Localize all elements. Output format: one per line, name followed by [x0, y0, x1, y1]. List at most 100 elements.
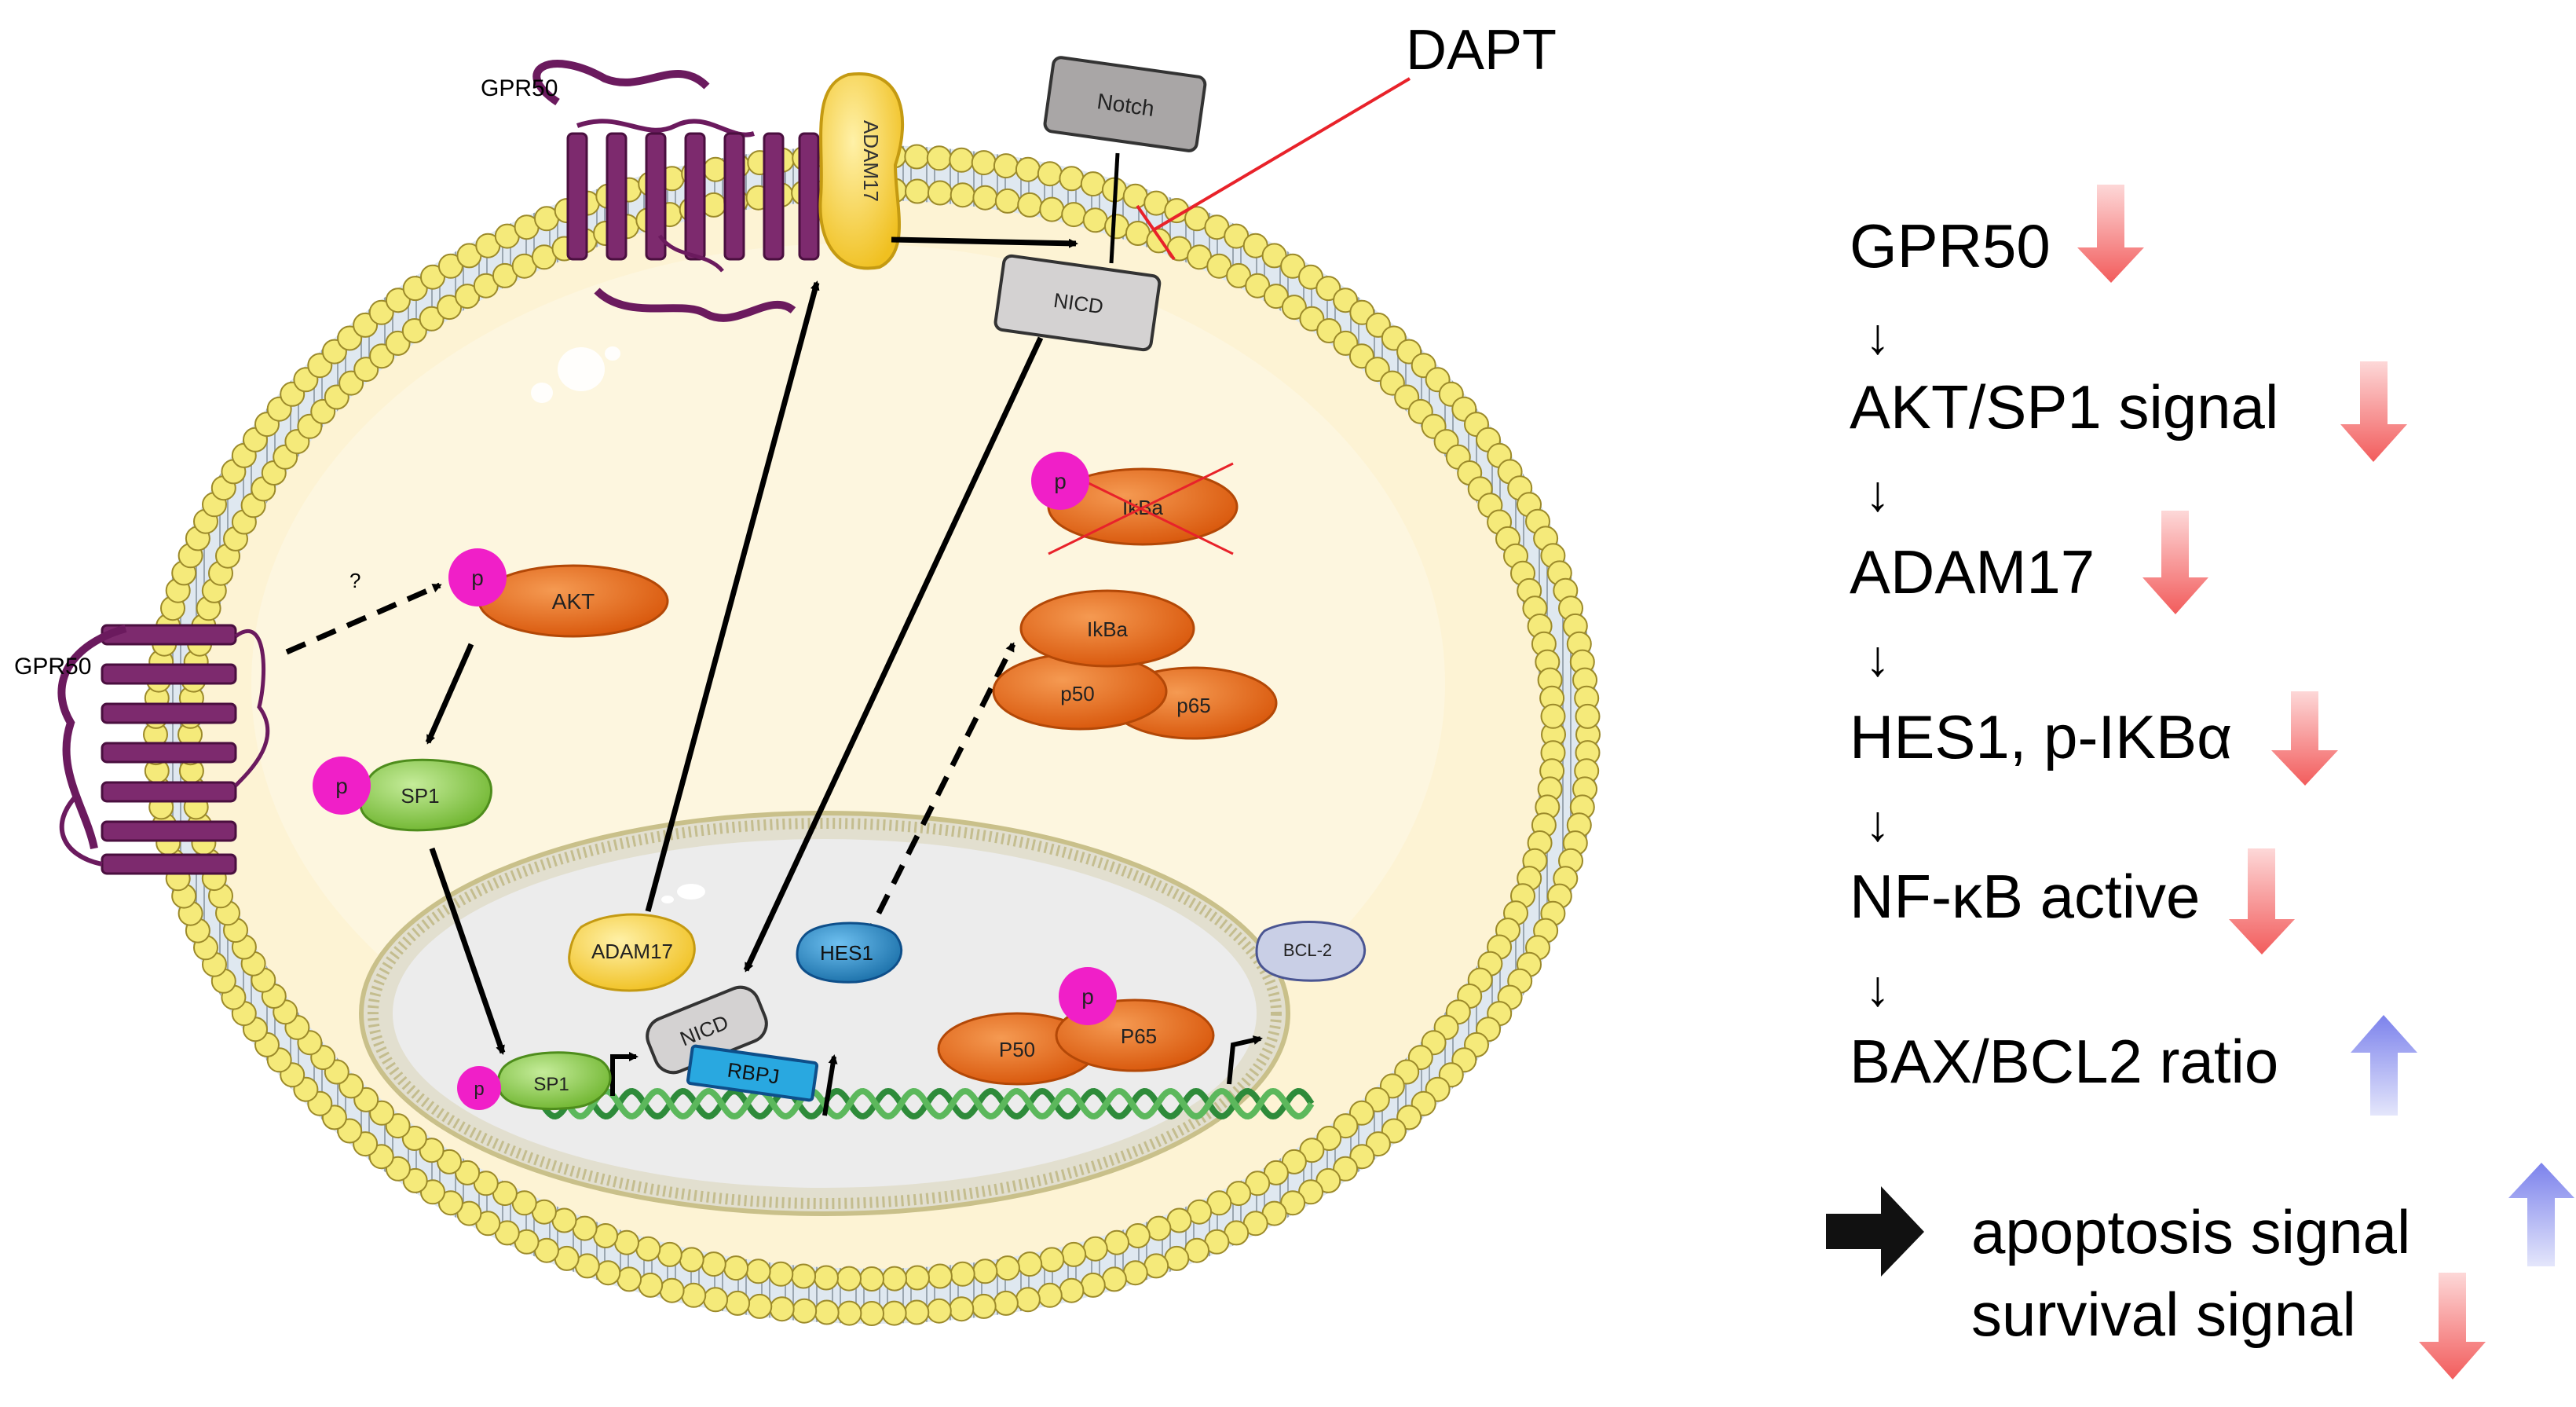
p65-cytoplasm-label: p65 [1176, 694, 1210, 717]
phospho-label: p [474, 1079, 484, 1100]
lipid-head [926, 1298, 952, 1324]
nucleus-highlight [677, 884, 705, 900]
lipid-head [1037, 161, 1063, 187]
lipid-head [905, 178, 930, 204]
lipid-head [1316, 318, 1342, 343]
lipid-head [701, 1251, 726, 1277]
arrow-hes1-to-ikba [861, 642, 1016, 944]
highlight-bubble [531, 383, 553, 403]
arrow-nicd-to-nucleus [743, 336, 1044, 973]
arrow-gpr50-to-akt [285, 582, 442, 655]
lipid-head [1575, 703, 1601, 729]
lipid-head [814, 1265, 839, 1291]
lipid-head [747, 1293, 773, 1319]
summary-connector: ↓ [1865, 465, 1890, 522]
down-arrow-icon [2340, 361, 2407, 462]
lipid-head [859, 1266, 884, 1292]
phospho-badge [1031, 452, 1089, 510]
transcription-arrow [610, 1052, 639, 1096]
lipid-head [1125, 221, 1151, 246]
conclusion-arrow-icon [1826, 1186, 1924, 1277]
lipid-head [792, 1298, 818, 1324]
transmembrane-helix [606, 132, 628, 261]
down-arrow-icon [2419, 1273, 2486, 1380]
lipid-head [1315, 1167, 1341, 1193]
lipid-head [1125, 1223, 1151, 1248]
lipid-head [1298, 264, 1323, 290]
lipid-head [1104, 214, 1129, 240]
phospho-badge [1059, 967, 1117, 1025]
lipid-head [1039, 1247, 1065, 1273]
lipid-head [1122, 1260, 1148, 1286]
lipid-head [1015, 156, 1041, 182]
pathway-arrows [285, 236, 1263, 1116]
lipid-head [1315, 276, 1341, 302]
sp1-label: SP1 [401, 784, 439, 808]
summary-connector: ↓ [1865, 960, 1890, 1017]
lipid-head [972, 1259, 998, 1284]
lipid-head [859, 1301, 884, 1326]
unknown-link-label: ? [349, 569, 360, 592]
lipid-head [1104, 1229, 1129, 1255]
dna-helix [539, 1087, 1315, 1120]
summary-connector: ↓ [1865, 630, 1890, 687]
highlight-bubble [558, 347, 605, 391]
adam17-nucleus-label: ADAM17 [591, 940, 673, 963]
transmembrane-helix [101, 663, 237, 685]
lipid-head [814, 1299, 840, 1325]
summary-step-text: BAX/BCL2 ratio [1850, 1027, 2278, 1096]
lipid-head [679, 1247, 704, 1273]
up-arrow-icon [2351, 1015, 2417, 1116]
lipid-head [1281, 1149, 1307, 1174]
lipid-head [1316, 1126, 1342, 1151]
dapt-label: DAPT [1406, 19, 1557, 82]
outcome-text: apoptosis signal [1971, 1197, 2410, 1266]
lipid-head [993, 1290, 1019, 1316]
lipid-head [950, 1261, 975, 1287]
lipid-head [1082, 1236, 1108, 1262]
bcl2-node: BCL-2 [1255, 921, 1367, 982]
lipid-head [401, 1126, 427, 1151]
transmembrane-helix [684, 132, 706, 261]
lipid-head [723, 1255, 749, 1281]
lipid-head [882, 1266, 907, 1292]
ikba-label: IkBa [1087, 617, 1129, 641]
hes1-node: HES1 [796, 922, 903, 984]
lipid-head [972, 185, 998, 211]
lipid-head [593, 1223, 619, 1248]
lipid-head [635, 1236, 661, 1262]
degraded-cross [1048, 462, 1234, 555]
phospho-label: p [471, 566, 484, 590]
lipid-head [1061, 1241, 1087, 1267]
lipid-head [1333, 1113, 1359, 1139]
transmembrane-helix [723, 132, 745, 261]
lipid-head [1122, 183, 1148, 209]
down-arrow-icon [2271, 691, 2338, 786]
transmembrane-helix [763, 132, 785, 261]
nicd-membrane: NICD [993, 254, 1162, 352]
p50-nucleus-label: P50 [999, 1038, 1035, 1061]
lipid-head [950, 182, 975, 208]
akt-label: AKT [552, 589, 595, 614]
bcl2-label: BCL-2 [1283, 940, 1332, 960]
lipid-head [994, 1255, 1020, 1281]
lipid-head [971, 150, 997, 176]
lipid-head [385, 330, 411, 356]
lipid-head [904, 1299, 930, 1325]
lipid-head [437, 295, 463, 321]
lipid-head [614, 1229, 639, 1255]
transmembrane-helix [798, 132, 820, 261]
phospho-label: p [1081, 984, 1094, 1009]
lipid-head [1059, 166, 1085, 192]
summary-step-text: ADAM17 [1850, 537, 2095, 606]
ikba-degraded-node: IkBa p [1031, 452, 1239, 555]
nicd-rbpj-complex: NICD RBPJ [646, 985, 819, 1102]
summary-connector: ↓ [1865, 308, 1890, 365]
lipid-head [1540, 703, 1566, 729]
gpr50-receptor-top [532, 60, 820, 322]
transmembrane-helix [566, 132, 588, 261]
lipid-head [657, 1241, 682, 1267]
transmembrane-helix [101, 781, 237, 803]
lipid-head [927, 180, 953, 206]
